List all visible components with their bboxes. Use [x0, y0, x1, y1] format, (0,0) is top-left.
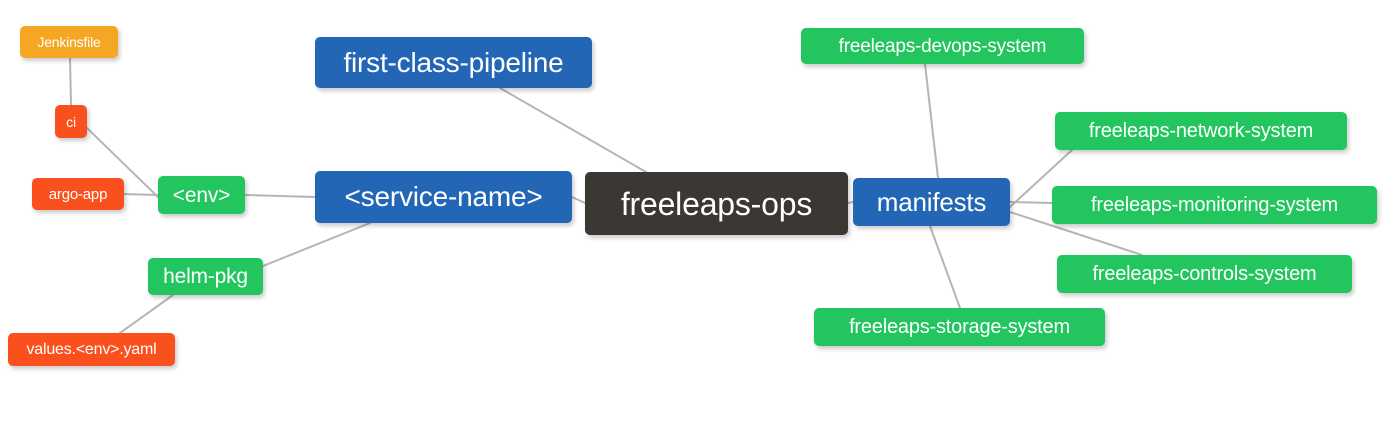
node-freeleaps-storage-system[interactable]: freeleaps-storage-system: [814, 308, 1105, 346]
edge-service-name-to-helm-pkg: [262, 222, 371, 267]
node-freeleaps-controls-system[interactable]: freeleaps-controls-system: [1057, 255, 1352, 293]
node-freeleaps-devops-system[interactable]: freeleaps-devops-system: [801, 28, 1084, 64]
node-freeleaps-network-system[interactable]: freeleaps-network-system: [1055, 112, 1347, 150]
node-values-env-yaml[interactable]: values.<env>.yaml: [8, 333, 175, 366]
edge-env-to-service-name: [244, 194, 316, 198]
node-freeleaps-ops[interactable]: freeleaps-ops: [585, 172, 848, 235]
edge-helm-pkg-to-values-env-yaml: [119, 294, 174, 334]
node-argo-app[interactable]: argo-app: [32, 178, 124, 210]
edge-service-name-to-freeleaps-ops: [571, 196, 586, 204]
edge-manifests-to-freeleaps-devops-system: [924, 63, 939, 179]
node-helm-pkg[interactable]: helm-pkg: [148, 258, 263, 295]
node-env[interactable]: <env>: [158, 176, 245, 214]
node-manifests[interactable]: manifests: [853, 178, 1010, 226]
node-ci[interactable]: ci: [55, 105, 87, 138]
edge-manifests-to-freeleaps-monitoring-system: [1009, 201, 1053, 204]
node-jenkinsfile[interactable]: Jenkinsfile: [20, 26, 118, 58]
node-service-name[interactable]: <service-name>: [315, 171, 572, 223]
node-freeleaps-monitoring-system[interactable]: freeleaps-monitoring-system: [1052, 186, 1377, 224]
node-first-class-pipeline[interactable]: first-class-pipeline: [315, 37, 592, 88]
edge-argo-app-to-env: [123, 193, 159, 196]
edge-jenkinsfile-to-ci: [69, 57, 72, 106]
edge-first-class-pipeline-to-freeleaps-ops: [499, 87, 647, 173]
edge-manifests-to-freeleaps-storage-system: [929, 225, 961, 309]
